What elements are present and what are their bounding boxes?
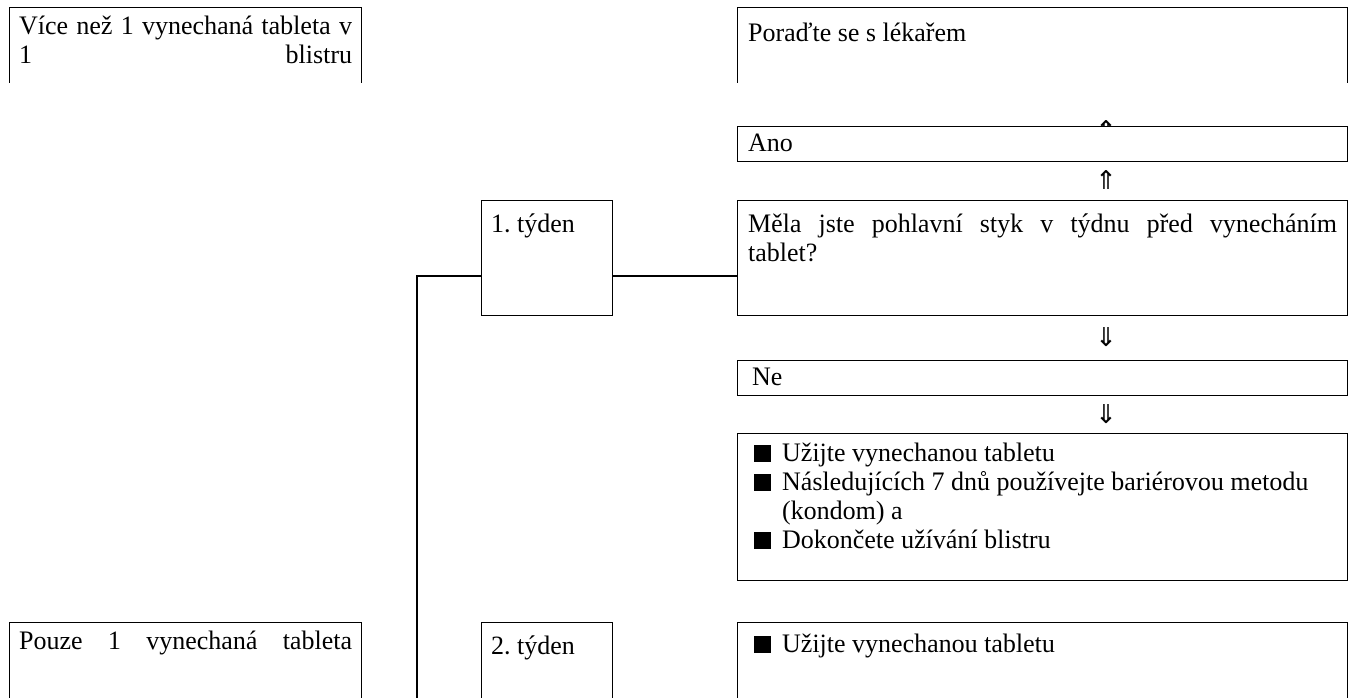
week2-actions-box: Užijte vynechanou tabletu — [737, 622, 1348, 698]
week2-label: 2. týden — [491, 631, 575, 660]
vertical-connector — [416, 275, 418, 698]
consult-doctor-box: Poraďte se s lékařem — [737, 7, 1348, 83]
list-item: Užijte vynechanou tabletu — [744, 629, 1341, 658]
square-bullet-icon — [754, 445, 771, 462]
consult-doctor-text: Poraďte se s lékařem — [748, 18, 967, 47]
no-text: Ne — [752, 362, 783, 391]
square-bullet-icon — [754, 636, 771, 653]
square-bullet-icon — [754, 532, 771, 549]
question-box: Měla jste pohlavní styk v týdnu před vyn… — [737, 200, 1348, 316]
list-item: Dokončete užívání blistru — [744, 525, 1341, 554]
only-one-missed-box: Pouze 1 vynechaná tableta — [9, 622, 362, 698]
more-than-one-missed-text: Více než 1 vynechaná tableta v 1 blistru — [19, 11, 352, 69]
yes-box: Ano — [737, 126, 1348, 162]
more-than-one-missed-box: Více než 1 vynechaná tableta v 1 blistru — [9, 7, 362, 83]
connector-week1-to-question — [612, 275, 738, 277]
yes-text: Ano — [748, 128, 793, 157]
only-one-missed-text: Pouze 1 vynechaná tableta — [19, 626, 352, 655]
arrow-up-icon: ⇑ — [1095, 166, 1117, 196]
week1-actions-list: Užijte vynechanou tabletu Následujících … — [744, 438, 1341, 554]
connector-to-week1 — [416, 275, 482, 277]
list-item: Užijte vynechanou tabletu — [744, 438, 1341, 467]
week1-actions-box: Užijte vynechanou tabletu Následujících … — [737, 433, 1348, 581]
week1-label: 1. týden — [491, 209, 575, 238]
arrow-down-icon: ⇓ — [1095, 323, 1117, 353]
question-text: Měla jste pohlavní styk v týdnu před vyn… — [748, 209, 1337, 267]
square-bullet-icon — [754, 474, 771, 491]
week2-actions-list: Užijte vynechanou tabletu — [744, 629, 1341, 658]
week1-box: 1. týden — [481, 200, 613, 316]
week2-box: 2. týden — [481, 622, 613, 698]
no-box: Ne — [737, 360, 1348, 396]
list-item: Následujících 7 dnů používejte bariérovo… — [744, 467, 1341, 525]
arrow-down-icon: ⇓ — [1095, 400, 1117, 430]
